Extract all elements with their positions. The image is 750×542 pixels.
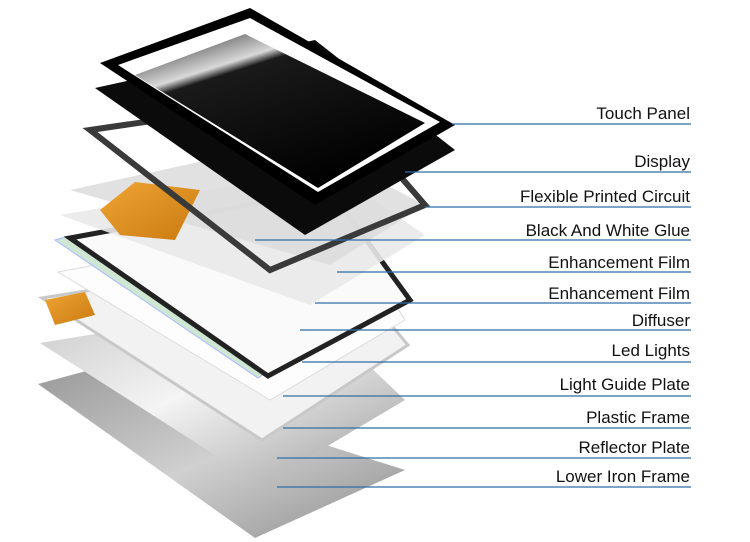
- label-lower-iron-frame: Lower Iron Frame: [555, 467, 690, 486]
- label-led-lights: Led Lights: [611, 341, 690, 360]
- label-diffuser: Diffuser: [631, 311, 690, 330]
- label-display: Display: [634, 152, 690, 171]
- label-reflector-plate: Reflector Plate: [578, 438, 691, 457]
- label-plastic-frame: Plastic Frame: [586, 408, 690, 427]
- label-enhancement-film-1: Enhancement Film: [548, 253, 690, 272]
- label-flexible-printed-circuit: Flexible Printed Circuit: [519, 187, 690, 206]
- label-light-guide-plate: Light Guide Plate: [559, 375, 690, 394]
- label-black-and-white-glue: Black And White Glue: [525, 221, 690, 240]
- label-touch-panel: Touch Panel: [596, 104, 690, 123]
- leader-lines: [255, 123, 691, 488]
- touch-panel-glass: [135, 34, 425, 188]
- fpc-lower: [45, 292, 95, 325]
- label-enhancement-film-2: Enhancement Film: [548, 284, 690, 303]
